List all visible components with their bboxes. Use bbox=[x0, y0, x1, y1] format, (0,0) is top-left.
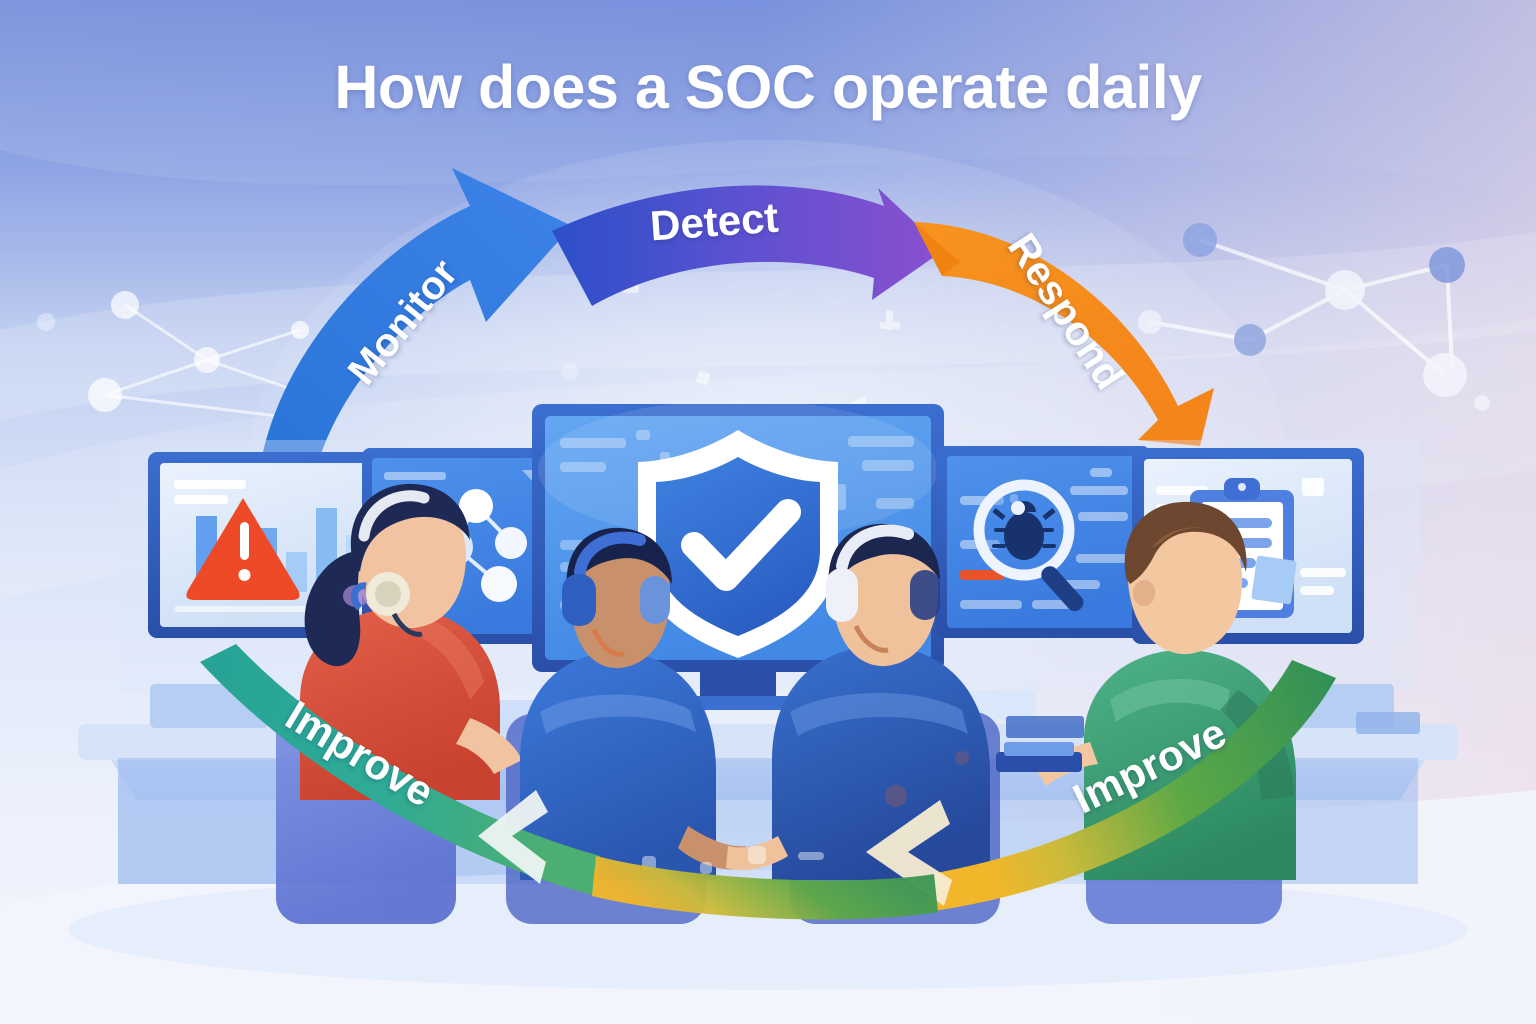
arrow-respond bbox=[914, 222, 1214, 446]
arrow-monitor bbox=[263, 168, 572, 470]
page-title: How does a SOC operate daily bbox=[334, 53, 1202, 121]
arrow-detect bbox=[552, 185, 944, 306]
shield-check-icon bbox=[638, 430, 838, 658]
arrow-improve-right bbox=[642, 660, 1336, 912]
magnifier-bug-icon bbox=[973, 479, 1084, 612]
monitor-threat-hunt bbox=[936, 446, 1150, 638]
warning-triangle-icon bbox=[186, 498, 300, 600]
improve-band-connector bbox=[592, 856, 938, 920]
analyst-2 bbox=[520, 527, 748, 880]
arrow-improve-left bbox=[200, 644, 600, 896]
